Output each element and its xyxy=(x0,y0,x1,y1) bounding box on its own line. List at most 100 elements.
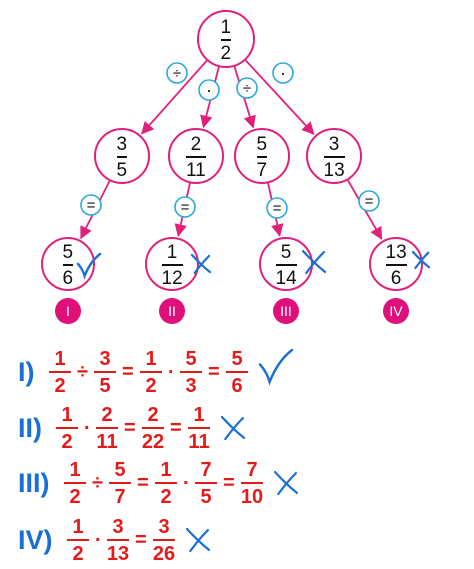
fraction-numerator: 2 xyxy=(147,403,159,426)
fraction-bar xyxy=(226,370,248,373)
fraction-bar xyxy=(153,538,175,541)
badge-label: I xyxy=(66,303,70,319)
badge-label: II xyxy=(168,303,176,319)
fraction-denominator: 2 xyxy=(54,374,66,397)
cross-mark-icon xyxy=(301,249,327,275)
operator-circle xyxy=(272,62,294,84)
fraction-numerator: 3 xyxy=(99,347,111,370)
fraction-bar xyxy=(49,370,71,373)
fraction-numerator: 5 xyxy=(256,133,268,155)
fraction-bar xyxy=(155,481,177,484)
equals-circle xyxy=(358,190,380,212)
solution-label: IV) xyxy=(18,524,53,555)
fraction-denominator: 5 xyxy=(200,485,212,508)
fraction-numerator: 5 xyxy=(280,241,292,263)
badge-label: IV xyxy=(389,303,403,319)
fraction-bar xyxy=(186,155,206,158)
fraction-numerator: 1 xyxy=(72,515,84,538)
divide-sign: ÷ xyxy=(92,472,103,494)
fraction-bar xyxy=(220,38,232,41)
fraction-denominator: 2 xyxy=(145,374,157,397)
fraction-bar xyxy=(323,155,345,158)
multiply-dot: . xyxy=(84,412,90,434)
fraction-denominator: 6 xyxy=(390,267,402,289)
fraction-denominator: 26 xyxy=(152,542,176,565)
fraction-denominator: 3 xyxy=(185,374,197,397)
solution-label: II) xyxy=(18,412,42,443)
cross-mark-icon xyxy=(411,250,431,270)
branch-arrow xyxy=(141,59,209,135)
operator-symbol: ÷ xyxy=(243,80,251,97)
badge-label: III xyxy=(280,303,292,319)
fraction-denominator: 7 xyxy=(256,159,268,181)
fraction-numerator: 1 xyxy=(69,458,81,481)
equals-circle xyxy=(266,197,288,219)
fraction-bar xyxy=(94,370,116,373)
equals-symbol: = xyxy=(273,200,282,217)
fraction-denominator: 13 xyxy=(323,159,345,181)
fraction-bar xyxy=(256,155,268,158)
fraction-bar xyxy=(116,155,128,158)
equals-sign: = xyxy=(122,361,134,383)
fraction-denominator: 2 xyxy=(72,542,84,565)
fraction-bar xyxy=(142,426,164,429)
fraction-denominator: 11 xyxy=(188,430,210,453)
branch-arrow xyxy=(244,58,315,135)
fraction-bar xyxy=(109,481,131,484)
fraction-denominator: 22 xyxy=(141,430,165,453)
fraction-numerator: 1 xyxy=(54,347,66,370)
fraction-bar xyxy=(195,481,217,484)
fraction-denominator: 2 xyxy=(220,42,232,64)
fraction-denominator: 2 xyxy=(160,485,172,508)
equals-sign: = xyxy=(124,417,136,439)
fraction-bar xyxy=(385,263,407,266)
fraction-denominator: 6 xyxy=(231,374,243,397)
equals-symbol: = xyxy=(181,199,190,216)
fraction-denominator: 10 xyxy=(240,485,264,508)
fraction-numerator: 3 xyxy=(116,133,128,155)
cross-mark-icon xyxy=(185,527,211,553)
fraction-denominator: 12 xyxy=(161,267,183,289)
fraction-bar xyxy=(62,263,74,266)
fraction-denominator: 2 xyxy=(69,485,81,508)
fraction-numerator: 1 xyxy=(160,458,172,481)
equals-sign: = xyxy=(170,417,182,439)
operator-circle xyxy=(166,62,188,84)
fraction-bar xyxy=(96,426,118,429)
equals-symbol: = xyxy=(365,193,374,210)
fraction-numerator: 1 xyxy=(145,347,157,370)
fraction-bar xyxy=(140,370,162,373)
equals-sign: = xyxy=(137,472,149,494)
fraction-denominator: 14 xyxy=(275,267,297,289)
operator-symbol: ÷ xyxy=(173,65,181,82)
multiply-dot: . xyxy=(168,356,174,378)
fraction-numerator: 3 xyxy=(112,515,124,538)
divide-sign: ÷ xyxy=(77,361,88,383)
fraction-numerator: 3 xyxy=(328,133,340,155)
fraction-bar xyxy=(241,481,263,484)
equals-sign: = xyxy=(208,361,220,383)
fraction-numerator: 5 xyxy=(231,347,243,370)
fraction-bar xyxy=(161,263,183,266)
